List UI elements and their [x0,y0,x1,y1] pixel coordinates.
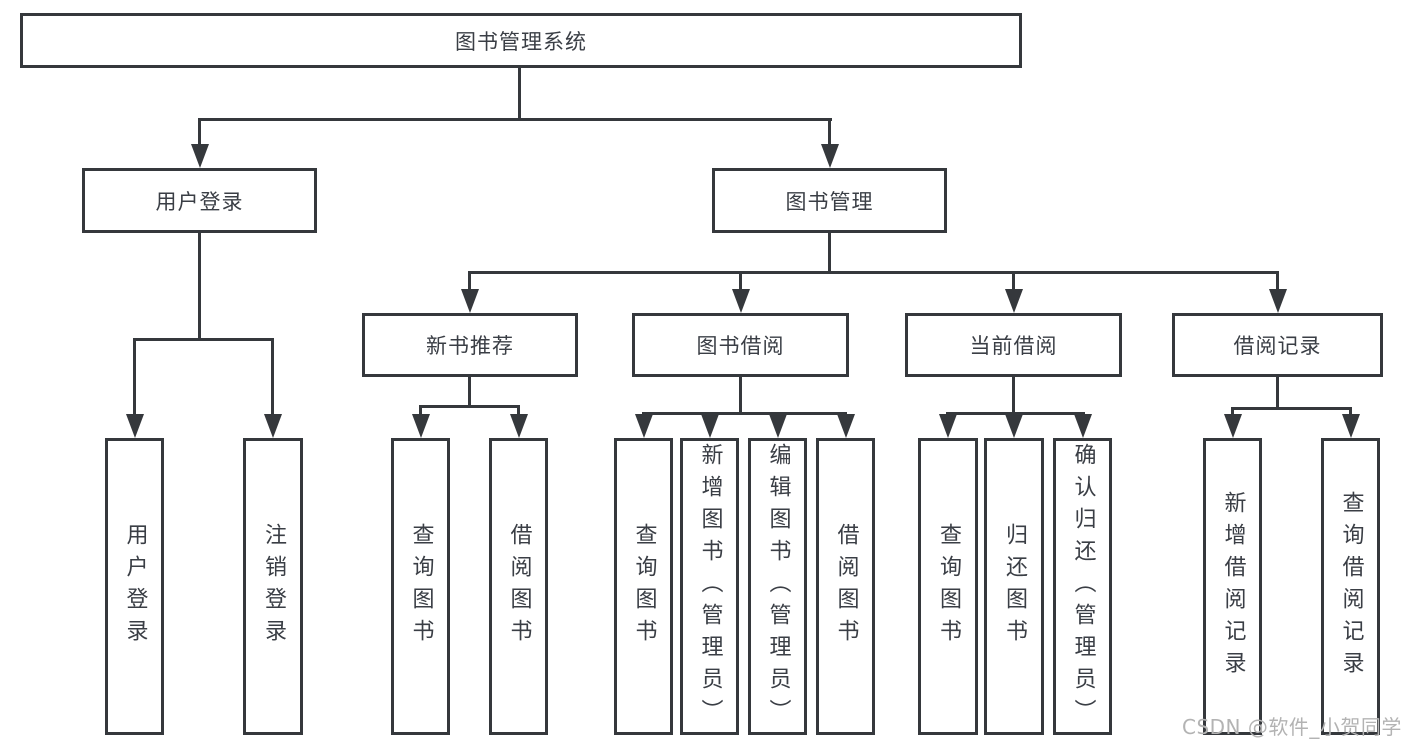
arrow-down-icon [701,414,719,438]
leaf-confirm-return-admin: 确认归还（管理员） [1053,438,1112,735]
connector-line [642,412,847,415]
arrow-down-icon [510,414,528,438]
csdn-watermark: CSDN @软件_小贺同学 [1182,715,1402,739]
connector-line [198,118,201,150]
arrow-down-icon [461,289,479,313]
arrow-down-icon [412,414,430,438]
connector-line [133,338,136,420]
node-borrow-records: 借阅记录 [1172,313,1383,377]
leaf-borrow-books-2: 借阅图书 [816,438,875,735]
arrow-down-icon [769,414,787,438]
arrow-down-icon [1342,414,1360,438]
leaf-add-books-admin: 新增图书（管理员） [680,438,739,735]
connector-line [828,233,831,274]
node-current-borrow: 当前借阅 [905,313,1122,377]
leaf-logout: 注销登录 [243,438,303,735]
connector-line [198,118,832,121]
arrow-down-icon [191,144,209,168]
arrow-down-icon [1224,414,1242,438]
connector-line [419,405,422,417]
connector-line [468,377,471,408]
node-user-login: 用户登录 [82,168,317,233]
leaf-borrow-books-1: 借阅图书 [489,438,548,735]
connector-line [828,118,831,150]
connector-line [271,338,274,420]
arrow-down-icon [126,414,144,438]
connector-line [739,377,742,415]
connector-line [1276,271,1279,293]
connector-line [946,412,1085,415]
arrow-down-icon [821,144,839,168]
connector-line [518,68,521,121]
connector-line [419,405,520,408]
arrow-down-icon [939,414,957,438]
node-book-management: 图书管理 [712,168,947,233]
leaf-return-books: 归还图书 [984,438,1044,735]
leaf-user-login: 用户登录 [105,438,164,735]
connector-line [1349,407,1352,417]
connector-line [133,338,274,341]
node-new-book-recommend: 新书推荐 [362,313,578,377]
node-book-borrow: 图书借阅 [632,313,849,377]
leaf-add-borrow-record: 新增借阅记录 [1203,438,1262,735]
connector-line [1276,377,1279,410]
leaf-edit-books-admin: 编辑图书（管理员） [748,438,807,735]
leaf-query-books-1: 查询图书 [391,438,450,735]
arrow-down-icon [635,414,653,438]
leaf-query-books-3: 查询图书 [918,438,978,735]
arrow-down-icon [1269,289,1287,313]
arrow-down-icon [264,414,282,438]
arrow-down-icon [1005,414,1023,438]
connector-line [1012,271,1015,293]
node-root: 图书管理系统 [20,13,1022,68]
connector-line [739,271,742,293]
connector-line [468,271,471,293]
connector-line [198,233,201,341]
connector-line [1231,407,1352,410]
connector-line [517,405,520,417]
leaf-query-books-2: 查询图书 [614,438,673,735]
arrow-down-icon [837,414,855,438]
connector-line [1012,377,1015,415]
connector-line [1231,407,1234,417]
arrow-down-icon [732,289,750,313]
connector-line [468,271,1279,274]
arrow-down-icon [1005,289,1023,313]
arrow-down-icon [1074,414,1092,438]
leaf-query-borrow-record: 查询借阅记录 [1321,438,1380,735]
